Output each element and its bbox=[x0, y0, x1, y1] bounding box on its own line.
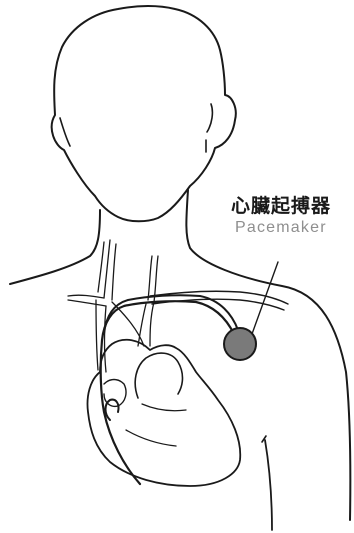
pacemaker-device bbox=[224, 328, 256, 360]
left-neck-shoulder bbox=[10, 210, 100, 284]
lead-loop-in-heart bbox=[106, 400, 119, 420]
neck-vessel-2 bbox=[104, 240, 110, 298]
neck-vessel-4 bbox=[148, 256, 152, 300]
neck-vessel-3 bbox=[112, 244, 116, 300]
right-ear-detail bbox=[206, 104, 212, 152]
pacemaker-label-chinese: 心臟起搏器 bbox=[231, 191, 331, 218]
left-ear-detail bbox=[60, 118, 70, 146]
neck-vessel-1 bbox=[98, 242, 104, 292]
pacemaker-lead-outer bbox=[101, 301, 234, 484]
arm-inner-line bbox=[265, 440, 272, 530]
heart-outline bbox=[88, 340, 241, 486]
head-outline bbox=[52, 6, 236, 221]
heart-groove-2 bbox=[142, 404, 186, 411]
pacemaker-label-english: Pacemaker bbox=[235, 219, 327, 237]
great-vessels bbox=[96, 300, 154, 372]
subclavian-vein-left bbox=[68, 295, 106, 306]
heart-groove-1 bbox=[126, 430, 176, 446]
aortic-arch bbox=[135, 353, 182, 398]
